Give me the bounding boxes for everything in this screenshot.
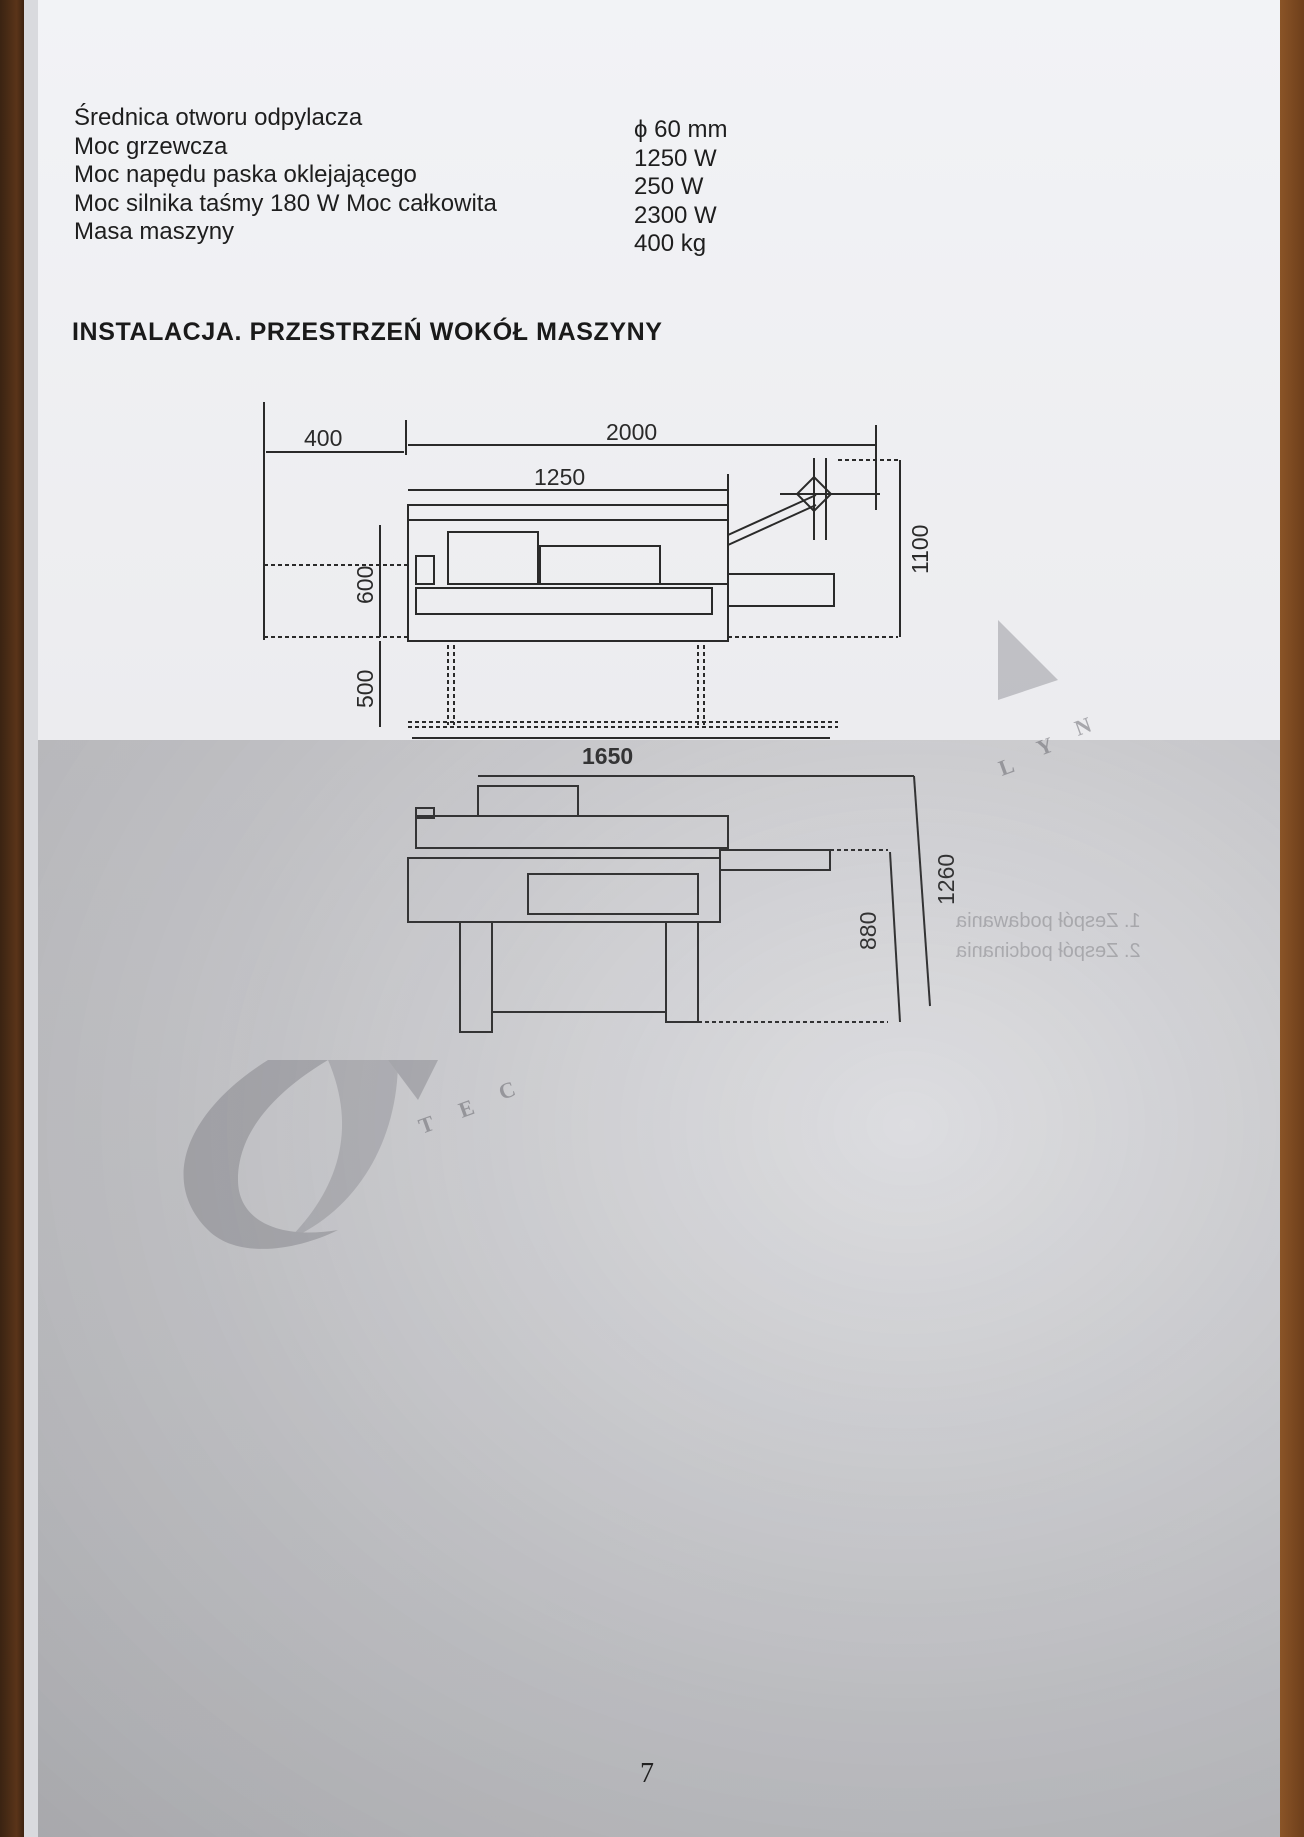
- spec-list: Średnica otworu odpylacza ϕ 60 mm Moc gr…: [74, 104, 794, 257]
- spec-value: ϕ 60 mm: [634, 116, 728, 143]
- machine-rail: [415, 587, 713, 615]
- machine-panel: [527, 873, 699, 915]
- spec-row: Masa maszyny 400 kg: [74, 218, 794, 257]
- installation-drawing: T E C L Y N: [183, 402, 1095, 1249]
- watermark-letter: E: [455, 1094, 477, 1123]
- section-heading: INSTALACJA. PRZESTRZEŃ WOKÓŁ MASZYNY: [72, 318, 663, 346]
- side-view: [407, 775, 931, 1033]
- support-arm: [727, 504, 817, 546]
- watermark-logo: [183, 620, 1058, 1249]
- spec-value: 250 W: [634, 173, 704, 200]
- page-number: 7: [640, 1758, 654, 1789]
- spec-row: Moc grzewcza 1250 W: [74, 132, 794, 172]
- watermark-letter: Y: [1033, 732, 1057, 761]
- watermark-letter: C: [495, 1076, 518, 1105]
- watermark-letter: L: [995, 752, 1017, 781]
- machine-unit: [539, 545, 661, 585]
- spec-row: Moc silnika taśmy 180 W Moc całkowita 23…: [74, 189, 794, 229]
- dimension-label: 1260: [933, 854, 959, 905]
- outfeed-table: [727, 573, 835, 607]
- top-view: [263, 402, 901, 739]
- dimension-label: 1650: [582, 743, 633, 769]
- machine-head: [477, 785, 579, 817]
- dimension-label: 2000: [606, 419, 657, 445]
- dimension-label: 880: [855, 912, 881, 950]
- document-page: Średnica otworu odpylacza ϕ 60 mm Moc gr…: [38, 0, 1280, 1837]
- machine-outline: [407, 504, 729, 642]
- dimension-line: [889, 851, 901, 1023]
- spec-label: Średnica otworu odpylacza: [74, 104, 363, 131]
- dimension-label: 500: [352, 670, 378, 708]
- spec-value: 400 kg: [634, 230, 707, 257]
- machine-leg: [459, 921, 493, 1033]
- dimension-label: 600: [352, 566, 378, 604]
- outfeed-table: [719, 849, 831, 871]
- spec-value: 1250 W: [634, 144, 717, 172]
- support-roller: [795, 475, 833, 513]
- machine-leg: [665, 921, 699, 1023]
- machine-body: [407, 857, 721, 923]
- wood-surface-left: [0, 0, 28, 1837]
- spec-value: 2300 W: [634, 201, 717, 229]
- watermark-letter: T: [415, 1110, 438, 1139]
- spec-label: Moc silnika taśmy 180 W Moc całkowita: [74, 189, 497, 217]
- spec-row: Moc napędu paska oklejającego 250 W: [74, 161, 794, 200]
- machine-upper-body: [415, 815, 729, 849]
- machine-unit: [447, 531, 539, 585]
- dimension-label: 400: [304, 425, 342, 451]
- dimension-label: 1250: [534, 464, 585, 490]
- wood-surface-right: [1280, 0, 1304, 1837]
- spec-row: Średnica otworu odpylacza ϕ 60 mm: [74, 104, 794, 143]
- clearance-lines: [264, 459, 898, 728]
- spec-label: Moc napędu paska oklejającego: [74, 161, 417, 188]
- spec-label: Moc grzewcza: [74, 132, 228, 160]
- dimension-label: 1100: [907, 525, 933, 574]
- spec-label: Masa maszyny: [74, 218, 235, 245]
- watermark-letter: N: [1071, 712, 1095, 741]
